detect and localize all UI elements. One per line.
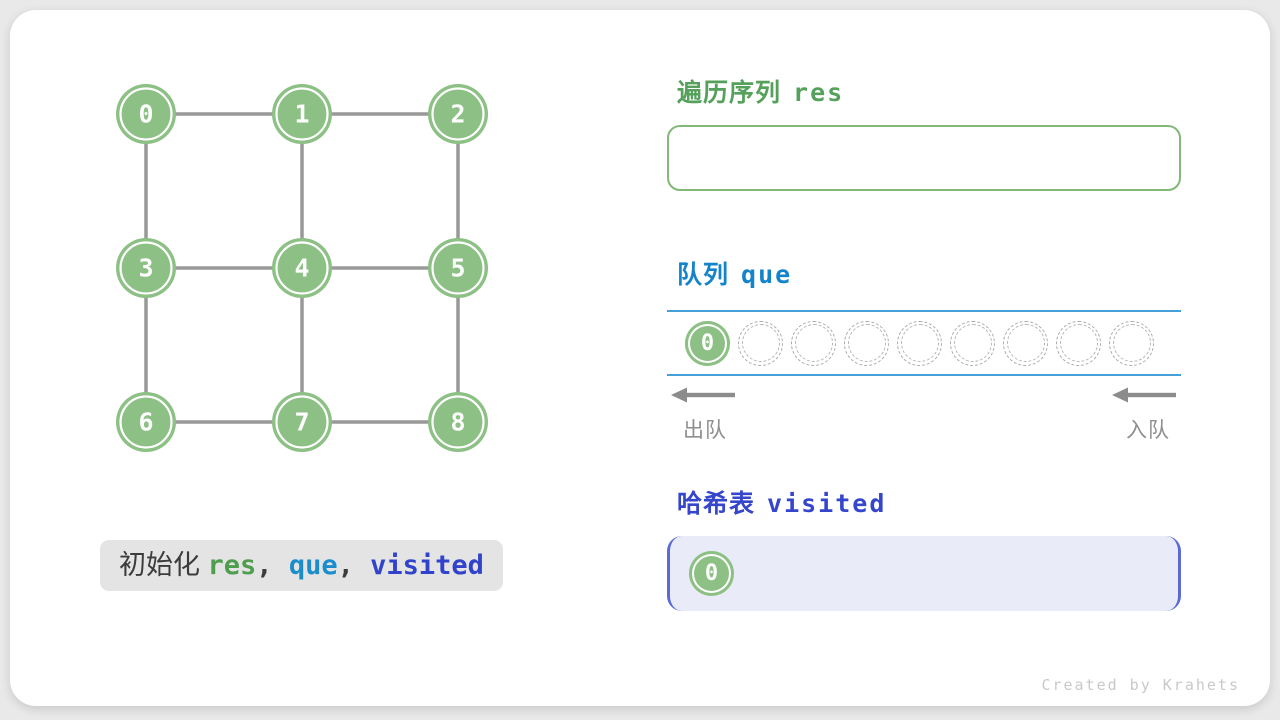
queue-cell-empty — [844, 320, 889, 366]
init-caption: 初始化 res, que, visited — [100, 540, 503, 591]
visited-item: 0 — [689, 551, 734, 596]
graph-node: 0 — [116, 84, 176, 144]
graph-node: 7 — [272, 392, 332, 452]
caption-segment: , — [256, 550, 289, 581]
enqueue-label: 入队 — [1126, 419, 1170, 442]
queue-cell-empty — [791, 320, 836, 366]
caption-segment: 初始化 — [119, 550, 208, 580]
visited-title-zh: 哈希表 — [677, 490, 756, 518]
graph-canvas: 0 1 2 3 4 5 6 7 8 — [116, 84, 488, 452]
graph-node: 4 — [272, 238, 332, 298]
graph-node: 6 — [116, 392, 176, 452]
queue-title-zh: 队列 — [677, 261, 730, 289]
queue-cell-empty — [1003, 320, 1048, 366]
caption-segment: que — [288, 550, 338, 581]
graph-node-label: 7 — [294, 408, 309, 437]
queue-cell-empty — [738, 320, 783, 366]
visited-hashset-box: 0 — [667, 536, 1181, 611]
graph-node: 5 — [428, 238, 488, 298]
visited-title-code: visited — [767, 489, 887, 518]
graph-node: 2 — [428, 84, 488, 144]
queue-cell-filled: 0 — [685, 320, 730, 366]
graph-node: 3 — [116, 238, 176, 298]
enqueue-arrow-icon — [1112, 387, 1176, 403]
graph-node-label: 6 — [138, 408, 153, 437]
visited-section-title: 哈希表 visited — [677, 484, 886, 520]
graph-node: 8 — [428, 392, 488, 452]
res-sequence-box — [667, 125, 1181, 191]
dequeue-label: 出队 — [683, 419, 727, 442]
graph-node-label: 5 — [450, 254, 465, 283]
res-section-title: 遍历序列 res — [677, 73, 844, 109]
graph-node: 1 — [272, 84, 332, 144]
queue-cell-empty — [1056, 320, 1101, 366]
queue-cell-empty — [1109, 320, 1154, 366]
res-title-zh: 遍历序列 — [677, 79, 782, 107]
graph-node-label: 3 — [138, 254, 153, 283]
graph-node-label: 2 — [450, 100, 465, 129]
queue-title-code: que — [741, 260, 793, 289]
graph-node-label: 1 — [294, 100, 309, 129]
graph-node-label: 4 — [294, 254, 309, 283]
dequeue-arrow-icon — [671, 387, 735, 403]
credit-text: Created by Krahets — [1041, 676, 1240, 694]
res-title-code: res — [793, 78, 845, 107]
graph-node-label: 8 — [450, 408, 465, 437]
caption-segment: , — [337, 550, 371, 581]
queue-cell-empty — [950, 320, 995, 366]
caption-segment: res — [207, 550, 257, 581]
queue-cell-empty — [897, 320, 942, 366]
queue-band: 0 — [667, 310, 1181, 376]
queue-section-title: 队列 que — [677, 255, 792, 291]
graph-node-label: 0 — [138, 100, 153, 129]
caption-segment: visited — [370, 550, 484, 581]
